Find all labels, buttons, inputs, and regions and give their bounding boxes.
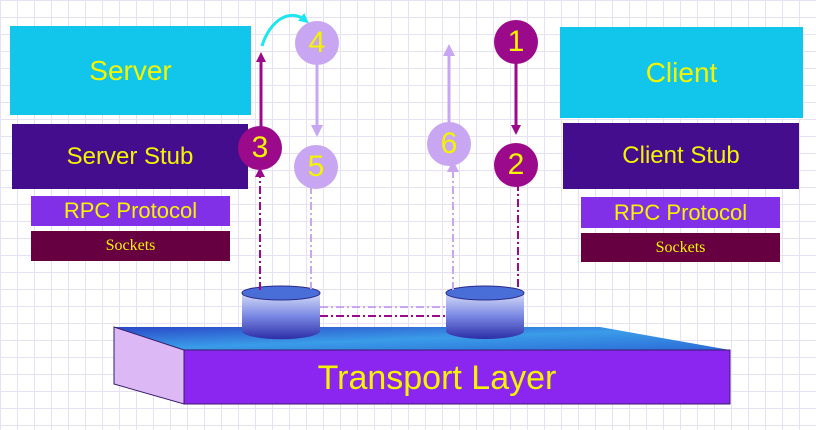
transport-layer-label: Transport Layer: [317, 358, 557, 397]
transport-slab-front: [183, 349, 731, 405]
arrow-server-to-step4: [260, 12, 309, 47]
server-socket-cylinder: [241, 285, 321, 340]
client-box: Client: [560, 27, 803, 118]
client-rpc-protocol-box: RPC Protocol: [581, 197, 780, 228]
step-3-marker: 3: [238, 126, 282, 170]
step-5-marker: 5: [294, 145, 338, 189]
step-1-marker: 1: [494, 20, 538, 64]
step-6-marker: 6: [427, 122, 471, 166]
step-2-marker: 2: [494, 143, 538, 187]
transport-slab-top: [114, 327, 730, 350]
client-sockets-box: Sockets: [581, 233, 780, 262]
server-sockets-box: Sockets: [31, 231, 230, 261]
client-socket-cylinder: [445, 285, 525, 339]
step-4-marker: 4: [295, 21, 339, 65]
client-stub-box: Client Stub: [563, 123, 799, 189]
server-box: Server: [10, 26, 251, 115]
server-rpc-protocol-box: RPC Protocol: [31, 196, 230, 226]
server-stub-box: Server Stub: [12, 124, 248, 189]
